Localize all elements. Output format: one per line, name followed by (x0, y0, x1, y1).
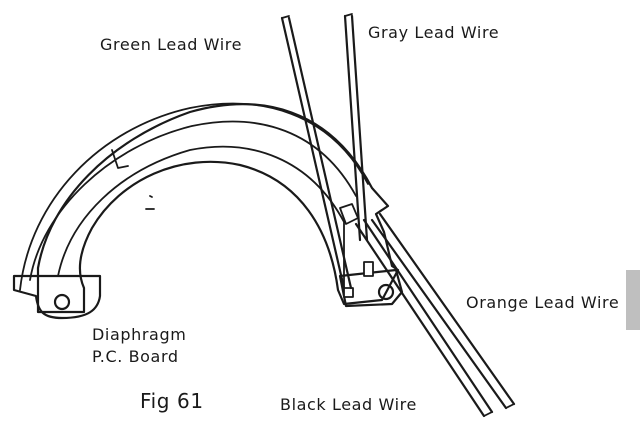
pc-board-left-foot (12, 274, 102, 320)
pc-board-trace-tab (111, 149, 129, 169)
orange-lead-wire (370, 212, 516, 410)
board-label-line1: Diaphragm (92, 325, 186, 344)
pc-board-trace-middle (29, 120, 357, 281)
gray-lead-wire (343, 13, 369, 242)
pc-board-outline (36, 103, 400, 314)
pc-board-trace-inner (57, 145, 345, 291)
solder-pad-black (363, 261, 374, 277)
stray-mark-2 (149, 195, 153, 198)
green-lead-wire-label: Green Lead Wire (100, 35, 242, 54)
mounting-hole-left (53, 293, 71, 311)
black-lead-wire (354, 218, 494, 418)
solder-pad-green (343, 287, 354, 298)
green-lead-wire (280, 15, 353, 290)
mounting-hole-right (377, 283, 395, 301)
figure-caption: Fig 61 (140, 389, 204, 413)
board-label-line2: P.C. Board (92, 347, 179, 366)
black-lead-wire-label: Black Lead Wire (280, 395, 417, 414)
orange-lead-wire-label: Orange Lead Wire (466, 293, 619, 312)
scan-edge-shadow (626, 270, 640, 330)
gray-lead-wire-label: Gray Lead Wire (368, 23, 499, 42)
pc-board-trace-outer (19, 102, 369, 291)
